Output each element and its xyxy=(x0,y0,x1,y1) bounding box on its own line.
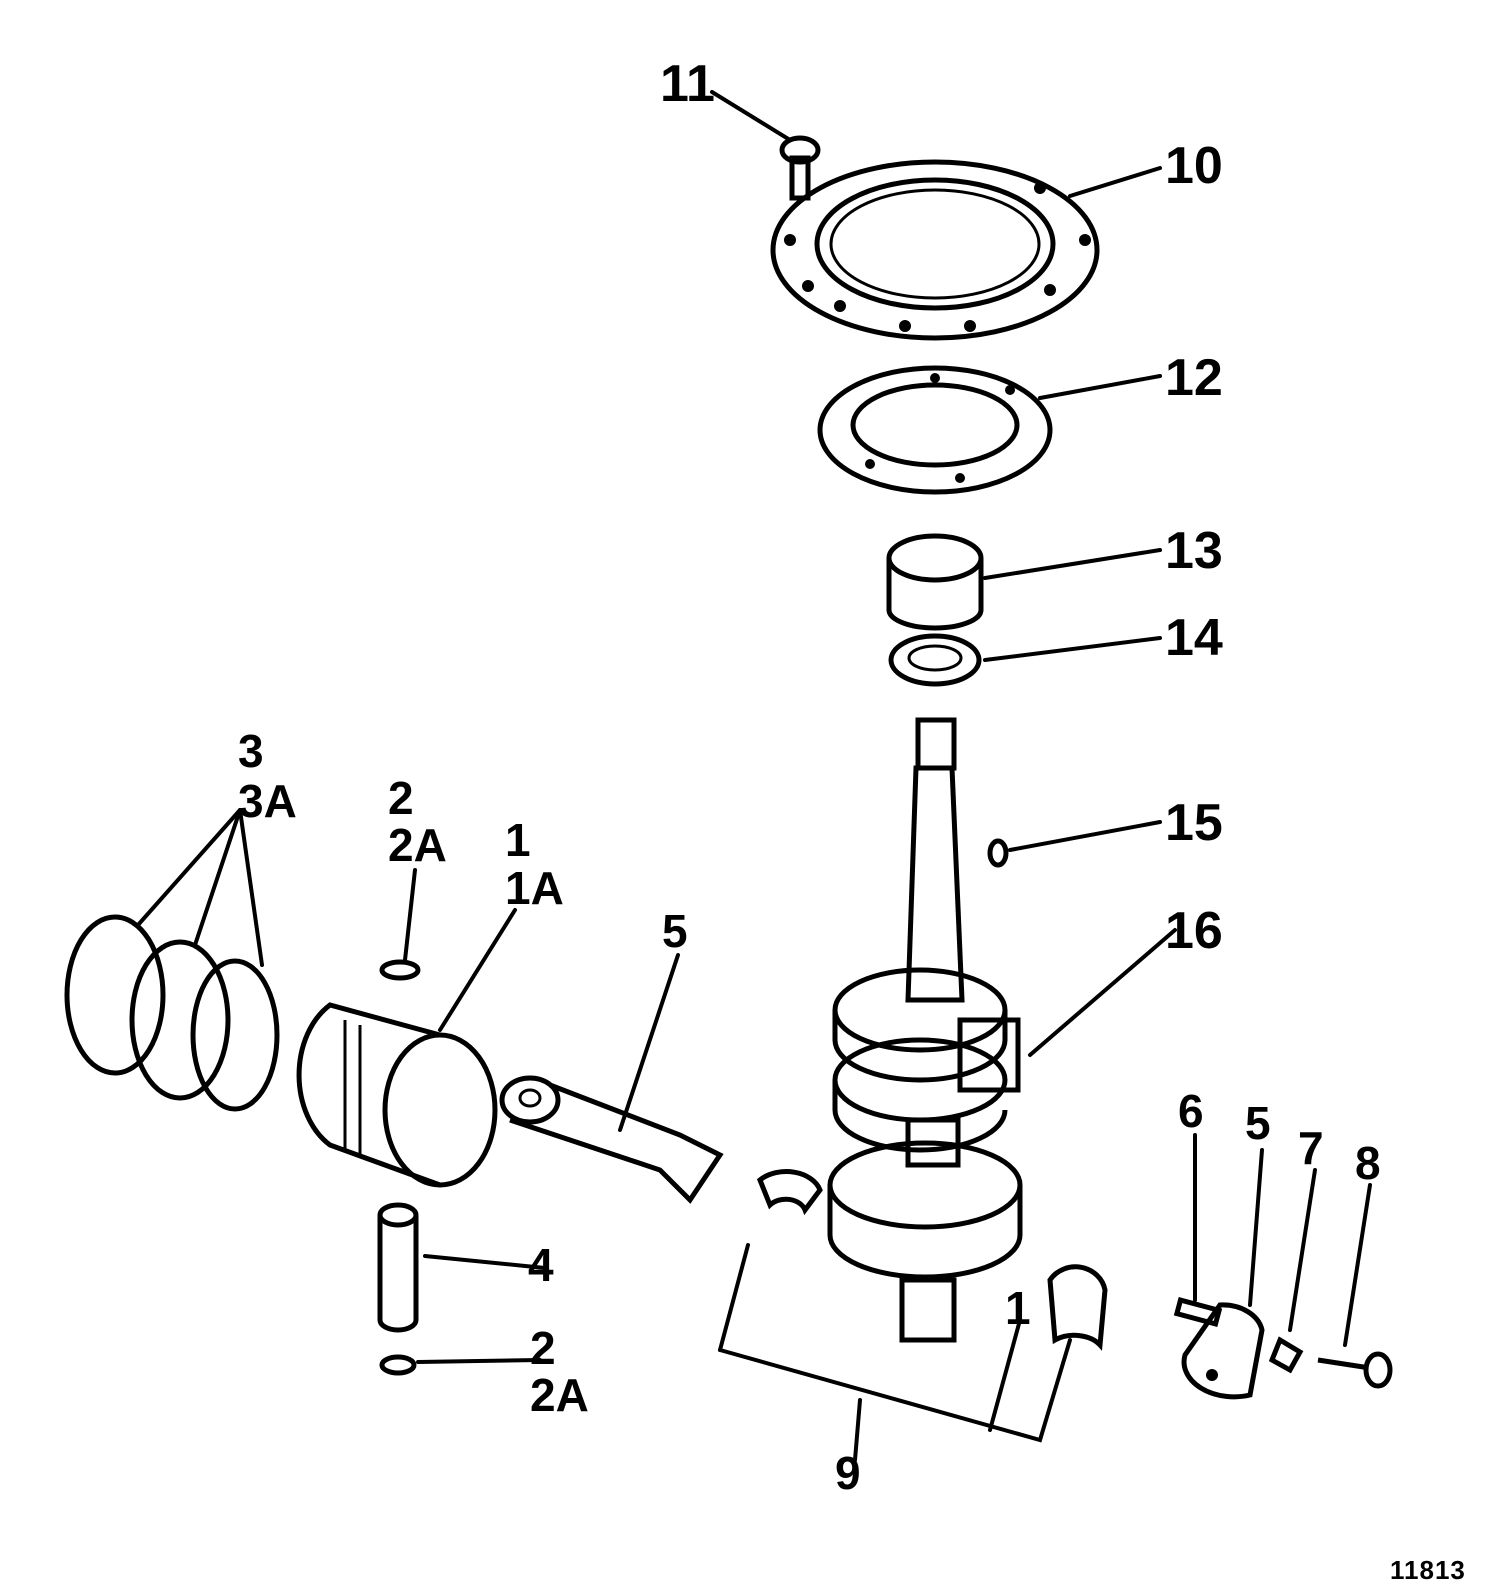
callout-15: 15 xyxy=(1165,794,1223,852)
leader-3a-c xyxy=(238,808,264,967)
rod-screw-part-8 xyxy=(1317,1351,1393,1389)
leader-11 xyxy=(710,90,792,142)
callout-1-top: 1 xyxy=(505,814,531,866)
callout-1-bot: 1 xyxy=(1005,1282,1031,1334)
leader-9-stem xyxy=(853,1398,862,1462)
leader-16 xyxy=(1028,928,1177,1057)
leader-13 xyxy=(983,548,1162,580)
piston-part-1 xyxy=(296,1002,498,1188)
leader-12 xyxy=(1038,374,1162,400)
lockwasher-part-7 xyxy=(1268,1336,1304,1374)
dowel-pin-part-6 xyxy=(1173,1297,1223,1327)
leader-9-bracket xyxy=(718,1338,1072,1443)
callout-1a-top: 1A xyxy=(505,862,564,914)
leader-7 xyxy=(1288,1168,1317,1332)
leader-1-bot xyxy=(988,1318,1022,1432)
lock-ring-top-part-2 xyxy=(379,959,421,981)
leader-9-bush xyxy=(718,1243,750,1352)
leader-4 xyxy=(423,1254,547,1270)
callout-9: 9 xyxy=(835,1447,861,1499)
callout-12: 12 xyxy=(1165,349,1223,407)
callout-11: 11 xyxy=(660,55,715,113)
callout-8: 8 xyxy=(1355,1137,1381,1189)
bushing-part-13 xyxy=(886,533,984,631)
leader-5-left xyxy=(618,953,680,1132)
leader-8 xyxy=(1343,1183,1372,1347)
leader-3a-b xyxy=(193,808,242,947)
piston-rings-part-3 xyxy=(64,914,280,1112)
callout-14: 14 xyxy=(1165,609,1223,667)
wrist-pin-part-4 xyxy=(377,1202,419,1333)
leader-10 xyxy=(1068,166,1162,198)
callout-7: 7 xyxy=(1298,1122,1324,1174)
callout-16: 16 xyxy=(1165,902,1223,960)
leader-2a-top xyxy=(403,868,417,962)
callout-13: 13 xyxy=(1165,522,1223,580)
callout-5-right: 5 xyxy=(1245,1097,1271,1149)
callout-2a-top: 2A xyxy=(388,819,447,871)
callout-3a: 3A xyxy=(238,775,297,827)
bearing-plate-part-10 xyxy=(770,159,1100,341)
leader-2a-bot xyxy=(416,1358,542,1364)
rod-cap-part-5 xyxy=(1181,1302,1265,1400)
bearing-half-part-9 xyxy=(756,1169,1108,1351)
callout-2-top: 2 xyxy=(388,772,414,824)
seal-part-12 xyxy=(817,365,1053,495)
callout-2a-bot: 2A xyxy=(530,1369,589,1421)
leader-1a-top xyxy=(438,908,517,1032)
callout-3: 3 xyxy=(238,725,264,777)
callout-2-bot: 2 xyxy=(530,1322,556,1374)
ball-bearing-part-14 xyxy=(888,633,982,687)
callout-6: 6 xyxy=(1178,1085,1204,1137)
leader-14 xyxy=(983,636,1162,662)
woodruff-key-part-15 xyxy=(987,838,1009,868)
leader-5-right xyxy=(1248,1148,1264,1307)
lock-ring-bottom-part-2 xyxy=(379,1354,417,1376)
leader-3a-a xyxy=(136,808,242,927)
screw-part-11 xyxy=(779,135,821,201)
leader-15 xyxy=(1008,820,1162,852)
figure-number: 11813 xyxy=(1390,1555,1466,1585)
crankshaft-part-16 xyxy=(827,717,1023,1343)
callout-4: 4 xyxy=(528,1239,554,1291)
leader-lines xyxy=(136,90,1372,1462)
callout-5-left: 5 xyxy=(662,905,688,957)
callout-10: 10 xyxy=(1165,137,1223,195)
connecting-rod-part-5 xyxy=(499,1075,724,1204)
